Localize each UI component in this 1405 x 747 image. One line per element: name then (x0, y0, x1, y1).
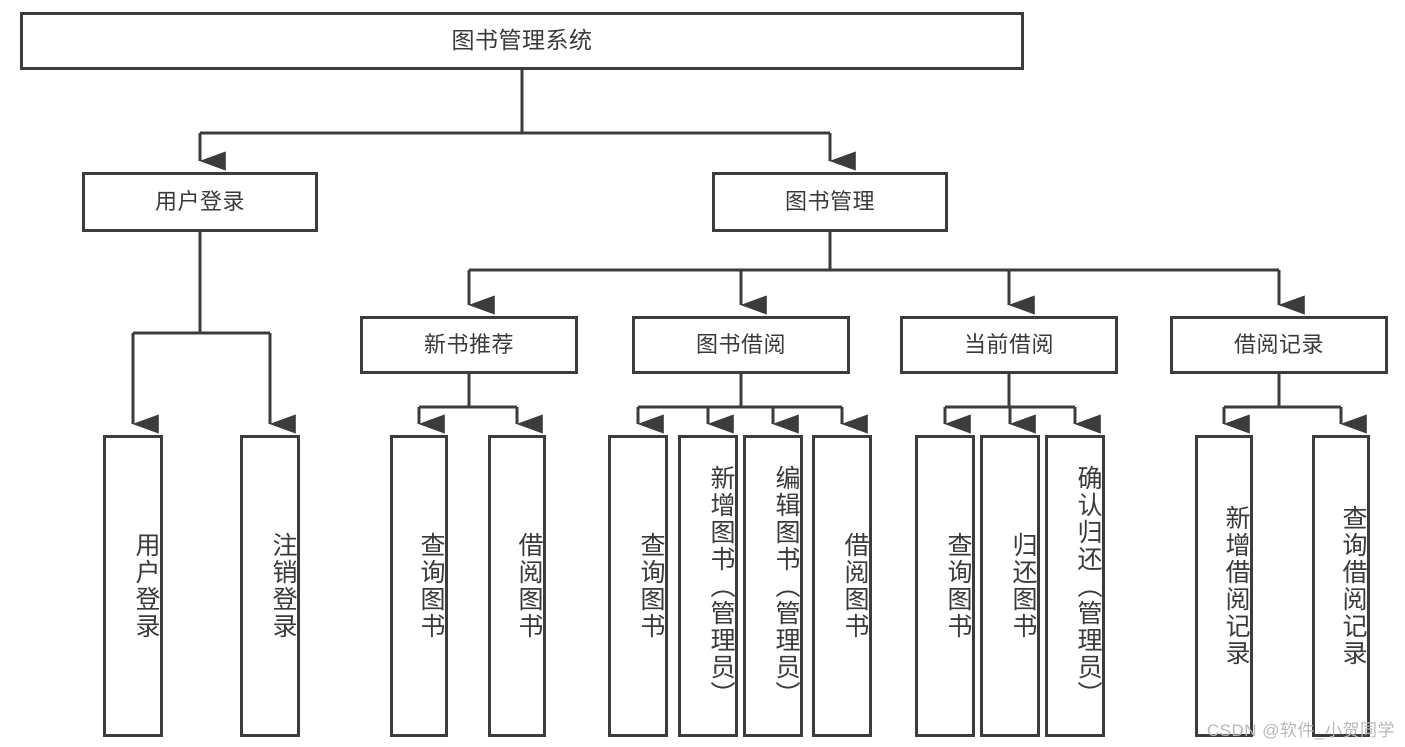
node-leaf-add-record[interactable]: 新增借阅记录 (1195, 435, 1253, 737)
node-leaf-query-book-1[interactable]: 查询图书 (390, 435, 448, 737)
node-borrow-record[interactable]: 借阅记录 (1170, 316, 1388, 374)
node-label: 查询图书 (637, 532, 665, 640)
node-user-login[interactable]: 用户登录 (82, 172, 318, 232)
node-label: 借阅记录 (1233, 332, 1324, 358)
csdn-watermark: CSDN @软件_小贺同学 (1206, 721, 1395, 740)
node-label: 新书推荐 (423, 332, 514, 358)
node-root-图书管理系统[interactable]: 图书管理系统 (20, 12, 1024, 70)
node-leaf-confirm-return[interactable]: 确认归还（管理员） (1045, 435, 1105, 737)
node-leaf-user-login[interactable]: 用户登录 (103, 435, 163, 737)
node-label: 用户登录 (154, 189, 245, 215)
node-label: 借阅图书 (515, 532, 543, 640)
node-leaf-borrow-book-1[interactable]: 借阅图书 (488, 435, 546, 737)
node-leaf-borrow-book-2[interactable]: 借阅图书 (812, 435, 872, 737)
node-label: 图书管理 (784, 189, 875, 215)
node-label: 图书管理系统 (451, 27, 593, 54)
node-leaf-logout[interactable]: 注销登录 (240, 435, 300, 737)
node-leaf-query-book-2[interactable]: 查询图书 (608, 435, 668, 737)
node-leaf-query-record[interactable]: 查询借阅记录 (1312, 435, 1370, 737)
node-leaf-return-book[interactable]: 归还图书 (980, 435, 1040, 737)
node-leaf-edit-book[interactable]: 编辑图书（管理员） (743, 435, 803, 737)
node-book-borrow[interactable]: 图书借阅 (632, 316, 850, 374)
node-label: 新增图书（管理员） (707, 464, 735, 708)
node-leaf-add-book[interactable]: 新增图书（管理员） (678, 435, 738, 737)
node-label: 编辑图书（管理员） (772, 464, 800, 708)
node-label: 注销登录 (269, 532, 297, 640)
node-label: 当前借阅 (963, 332, 1054, 358)
node-book-management[interactable]: 图书管理 (712, 172, 948, 232)
node-label: 用户登录 (132, 532, 160, 640)
node-new-book-recommend[interactable]: 新书推荐 (360, 316, 578, 374)
node-label: 图书借阅 (695, 332, 786, 358)
node-label: 查询图书 (417, 532, 445, 640)
node-label: 查询图书 (944, 532, 972, 640)
node-label: 新增借阅记录 (1222, 505, 1250, 667)
node-label: 查询借阅记录 (1339, 505, 1367, 667)
node-label: 确认归还（管理员） (1074, 464, 1102, 708)
node-leaf-query-book-3[interactable]: 查询图书 (915, 435, 975, 737)
node-label: 归还图书 (1009, 532, 1037, 640)
node-current-borrow[interactable]: 当前借阅 (900, 316, 1118, 374)
node-label: 借阅图书 (841, 532, 869, 640)
